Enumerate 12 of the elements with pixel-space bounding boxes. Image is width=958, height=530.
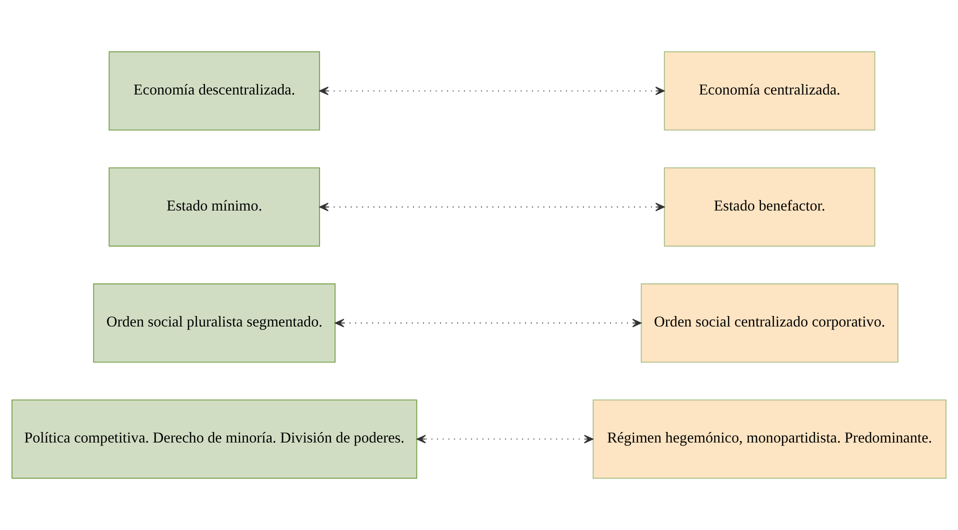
node-box: Orden social centralizado corporativo. xyxy=(640,283,898,363)
node-box: Estado benefactor. xyxy=(664,167,876,247)
node-box: Economía centralizada. xyxy=(664,51,876,131)
node-box: Política competitiva. Derecho de minoría. División de poderes. xyxy=(12,399,418,479)
arrow xyxy=(319,202,665,212)
node-box: Régimen hegemónico, monopartidista. Predominante. xyxy=(592,399,946,479)
node-box: Estado mínimo. xyxy=(108,167,320,247)
arrow xyxy=(334,318,642,328)
node-box: Orden social pluralista segmentado. xyxy=(93,283,336,363)
node-box: Economía descentralizada. xyxy=(108,51,320,131)
arrow xyxy=(319,86,665,96)
arrow xyxy=(416,434,594,444)
